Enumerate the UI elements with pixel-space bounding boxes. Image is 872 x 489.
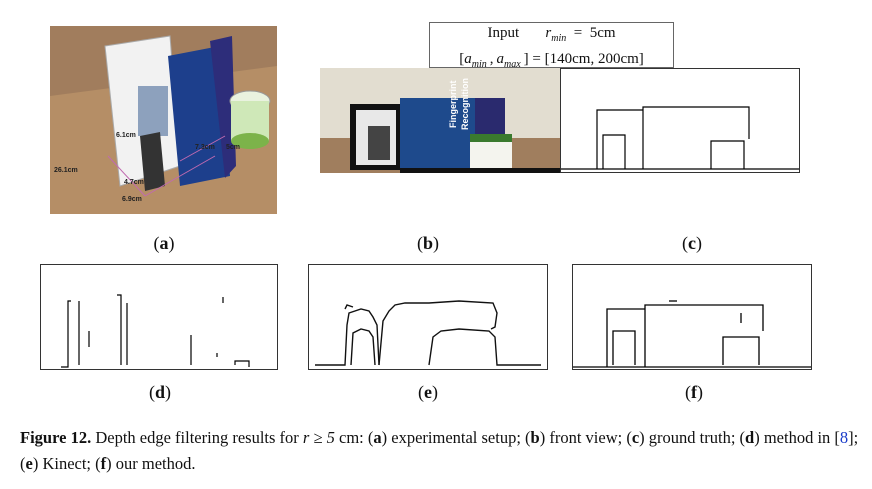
kinect-edges — [315, 300, 541, 366]
amax-sub: max — [503, 59, 521, 70]
label-f-letter: f — [691, 382, 697, 402]
amin-var: a — [464, 51, 472, 67]
subfigure-label-a: (a) — [153, 233, 175, 253]
ground-truth-edges — [561, 106, 799, 170]
subfigure-label-f: (f) — [685, 382, 703, 402]
front-view-photo: Fingerprint Recognition — [320, 68, 560, 173]
caption-text: cm: ( — [334, 428, 374, 447]
method-8-panel — [40, 264, 278, 370]
book-title: Fingerprint — [448, 80, 458, 129]
parameter-line-1: Input rmin = 5cm — [487, 25, 616, 44]
subfigure-label-e: (e) — [418, 382, 438, 402]
subfigure-label-d: (d) — [148, 382, 171, 402]
front-view-drawing — [320, 68, 560, 173]
rmin-value: 5cm — [589, 25, 616, 41]
caption-letter: b — [530, 428, 540, 447]
dim-label: 5cm — [226, 144, 241, 151]
rmin-sub: min — [551, 33, 567, 44]
parameter-line-2: [amin , amax ] = [140cm, 200cm] — [459, 51, 644, 70]
label-d-letter: d — [154, 382, 165, 402]
caption-text: ) our method. — [106, 454, 196, 473]
setup-photo: 26.1cm 6.1cm 4.7cm 6.9cm 7.3cm 5cm — [50, 26, 277, 214]
caption-letter: a — [373, 428, 382, 447]
caption-text: ) method in [ — [754, 428, 840, 447]
caption-text: Depth edge filtering results for — [91, 428, 303, 447]
label-e-letter: e — [424, 382, 432, 402]
dim-label: 26.1cm — [54, 167, 78, 174]
subfigure-label-c: (c) — [682, 233, 702, 253]
caption-letter: f — [100, 454, 107, 473]
input-label: Input — [487, 25, 520, 41]
kinect-panel — [308, 264, 548, 370]
caption-text: ]; ( — [20, 428, 859, 473]
amax-var: a — [496, 51, 504, 67]
caption-letter: e — [25, 454, 33, 473]
figure-number: Figure 12. — [20, 428, 92, 447]
dim-label: 6.1cm — [116, 132, 136, 139]
caption-text: ) experimental setup; ( — [381, 428, 531, 447]
figure-caption: Figure 12. Depth edge filtering results … — [20, 425, 860, 477]
our-method-panel — [572, 264, 812, 370]
amin-sub: min — [471, 59, 487, 70]
book-title: Recognition — [460, 78, 470, 130]
caption-letter: d — [745, 428, 755, 447]
caption-letter: c — [631, 428, 640, 447]
parameter-box: Input rmin = 5cm [amin , amax ] = [140cm… — [429, 22, 674, 70]
label-c-letter: c — [688, 233, 696, 253]
our-method-edges — [573, 300, 811, 368]
label-b-letter: b — [422, 233, 433, 253]
caption-text: ) ground truth; ( — [639, 428, 746, 447]
dim-label: 4.7cm — [124, 179, 144, 186]
caption-text: ) Kinect; ( — [32, 454, 101, 473]
caption-text: ) front view; ( — [539, 428, 632, 447]
method-8-edges — [61, 294, 250, 368]
setup-photo-drawing — [50, 26, 277, 214]
rmin-var: r — [545, 25, 552, 41]
ground-truth-panel — [560, 68, 800, 173]
citation-link[interactable]: 8 — [839, 428, 849, 447]
range-value: [140cm, 200cm] — [544, 51, 644, 67]
dim-label: 7.3cm — [195, 144, 215, 151]
label-a-letter: a — [159, 233, 169, 253]
subfigure-label-b: (b) — [416, 233, 439, 253]
dim-label: 6.9cm — [122, 196, 142, 203]
caption-math: r ≥ 5 — [302, 428, 335, 447]
